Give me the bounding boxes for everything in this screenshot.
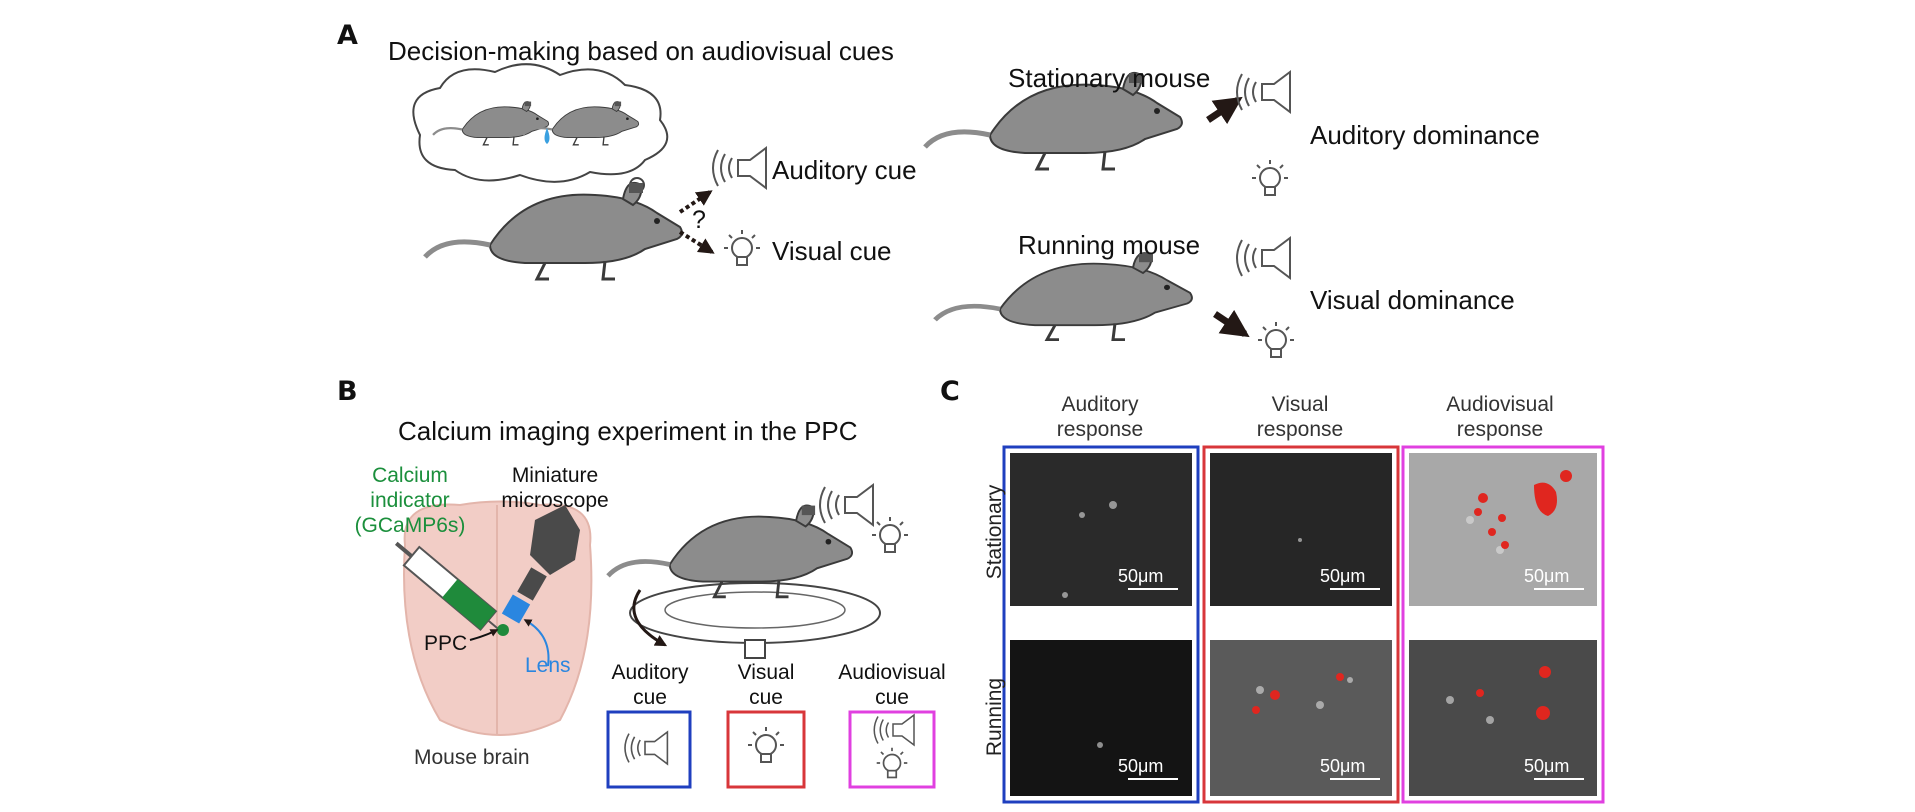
scale-bar-label: 50μm [1118, 756, 1164, 776]
scale-bar-label: 50μm [1118, 566, 1164, 586]
image-running-auditory [1010, 640, 1192, 796]
panel-b-label: B [337, 376, 358, 407]
lens-label: Lens [525, 654, 571, 677]
visual-dominance-label: Visual dominance [1310, 285, 1515, 315]
cue-box-label-audiovisual: Audiovisual cue [838, 661, 946, 710]
calcium-indicator-label: Calcium indicator (GCaMP6s) [354, 464, 466, 538]
running-mouse-label: Running mouse [1018, 230, 1201, 260]
scale-bar-line [1330, 588, 1380, 590]
scale-bar-line [1534, 588, 1584, 590]
scale-bar-line [1128, 588, 1178, 590]
image-stationary-visual [1210, 453, 1392, 606]
scale-bar-label: 50μm [1524, 566, 1570, 586]
panel-b-title: Calcium imaging experiment in the PPC [398, 416, 858, 446]
image-stationary-auditory [1010, 453, 1192, 606]
visual-cue-label: Visual cue [772, 236, 892, 266]
stationary-mouse-label: Stationary mouse [1008, 63, 1211, 93]
row-label-stationary: Stationary [983, 484, 1006, 580]
scale-bar-label: 50μm [1320, 756, 1366, 776]
scale-bar-label: 50μm [1320, 566, 1366, 586]
question-mark: ? [692, 206, 706, 234]
scale-bar-line [1128, 778, 1178, 780]
mouse-brain-label: Mouse brain [414, 746, 530, 769]
auditory-dominance-label: Auditory dominance [1310, 120, 1540, 150]
auditory-cue-label: Auditory cue [772, 155, 917, 185]
panel-a-graphics [412, 63, 1295, 358]
image-running-visual [1210, 640, 1392, 796]
panel-c-grid [1002, 445, 1605, 804]
panel-a-title: Decision-making based on audiovisual cue… [388, 36, 894, 66]
column-header-audiovisual: Audiovisual response [1446, 393, 1554, 442]
column-header-visual: Visual response [1256, 393, 1344, 442]
scale-bar-line [1330, 778, 1380, 780]
scale-bar-line [1534, 778, 1584, 780]
ppc-label: PPC [424, 632, 468, 655]
row-label-running: Running [983, 677, 1006, 757]
panel-a-label: A [337, 20, 358, 51]
panel-b-graphics [394, 484, 936, 789]
cue-box-label-visual: Visual cue [737, 661, 795, 710]
image-running-audiovisual [1409, 640, 1597, 796]
scale-bar-label: 50μm [1524, 756, 1570, 776]
column-header-auditory: Auditory response [1056, 393, 1144, 442]
cue-box-label-auditory: Auditory cue [611, 661, 689, 710]
miniature-microscope-label: Miniature microscope [501, 464, 609, 513]
panel-c-label: C [940, 376, 960, 407]
